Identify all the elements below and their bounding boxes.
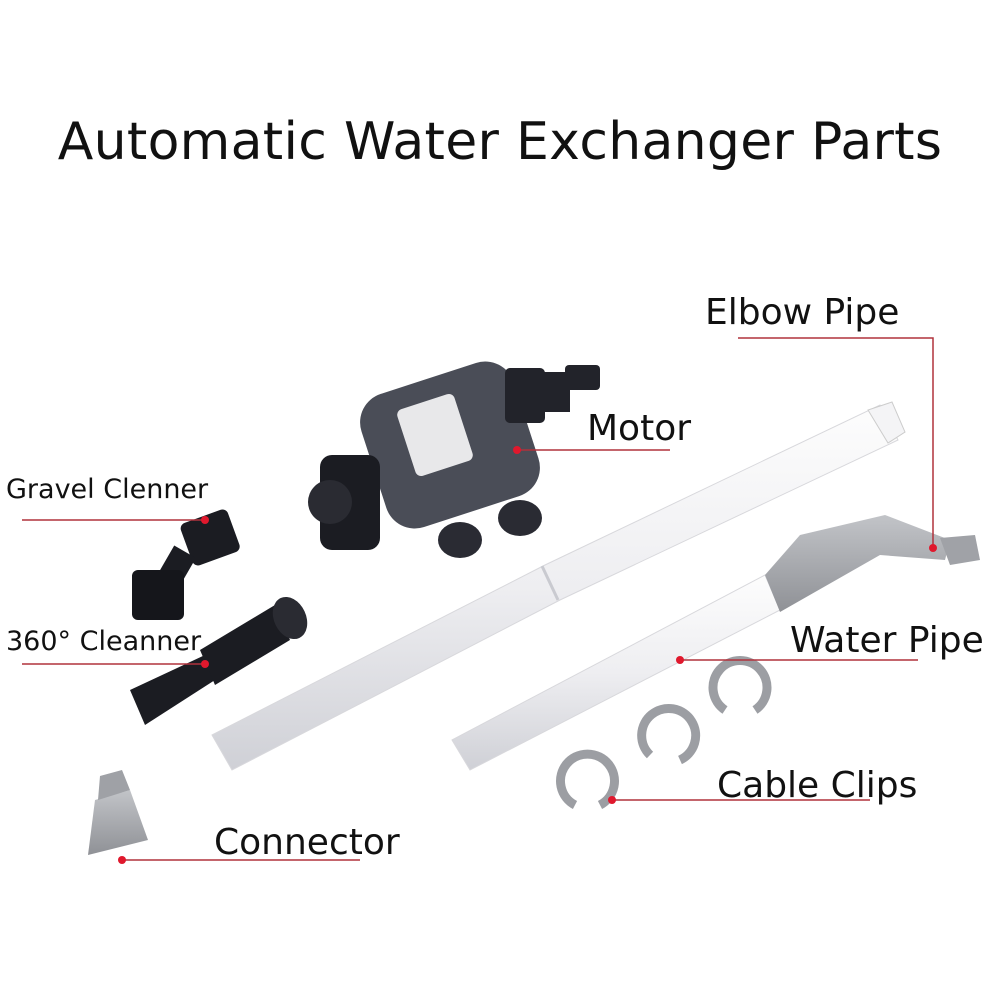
connector-part bbox=[88, 770, 148, 855]
gravel-cleaner-part bbox=[132, 509, 240, 620]
360-cleaner-part bbox=[130, 596, 308, 725]
diagram-title: Automatic Water Exchanger Parts bbox=[57, 112, 943, 172]
label-cable-clips: Cable Clips bbox=[717, 765, 918, 806]
label-elbow-pipe: Elbow Pipe bbox=[705, 292, 900, 333]
leader-dots bbox=[118, 446, 937, 864]
label-gravel-cleaner: Gravel Clenner bbox=[6, 474, 209, 505]
label-360-cleaner: 360° Cleanner bbox=[6, 626, 202, 657]
water-pipe bbox=[451, 515, 980, 771]
long-pipe bbox=[211, 401, 906, 771]
leader-lines bbox=[22, 337, 934, 861]
label-water-pipe: Water Pipe bbox=[790, 620, 984, 661]
motor-pump bbox=[308, 361, 600, 558]
leader-elbow bbox=[738, 337, 934, 548]
label-motor: Motor bbox=[587, 408, 692, 449]
label-connector: Connector bbox=[214, 822, 400, 863]
